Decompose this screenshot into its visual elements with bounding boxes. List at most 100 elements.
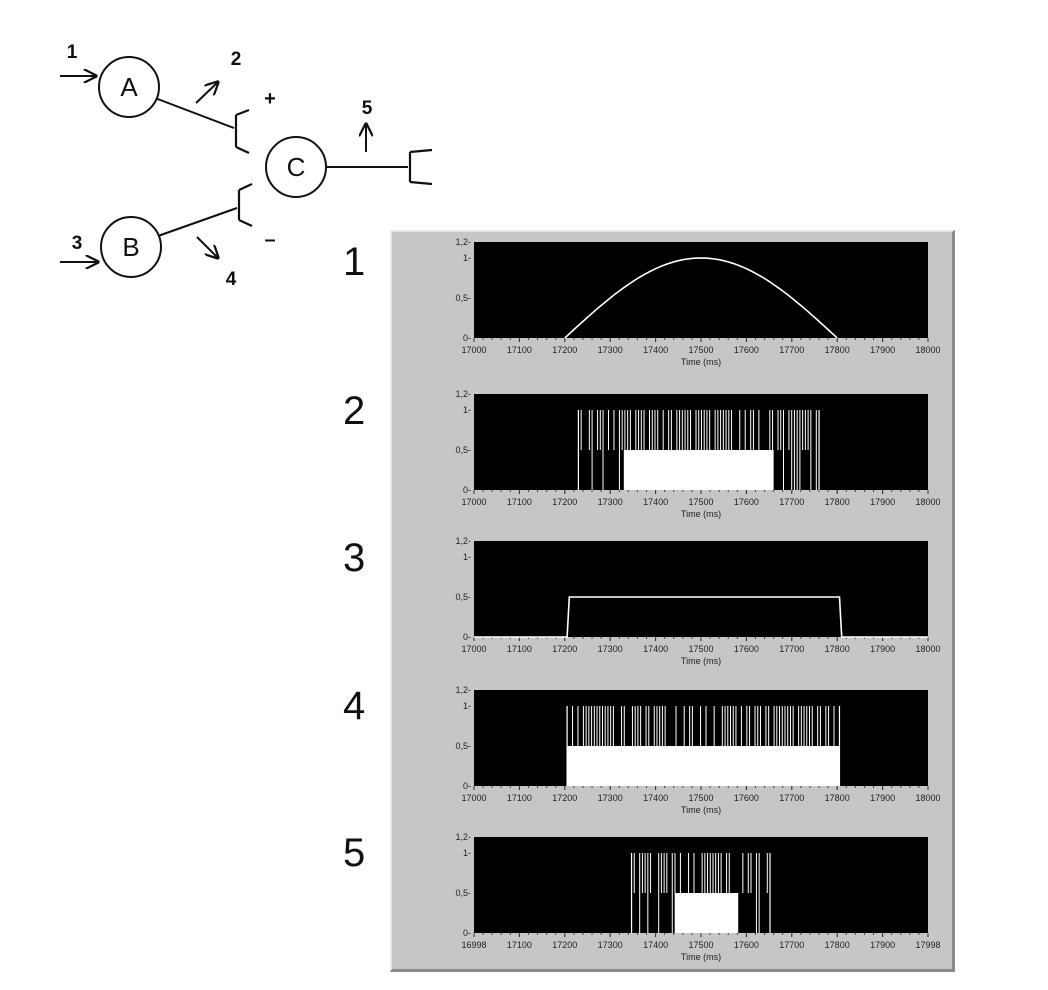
y-tick-label: 0,5- xyxy=(455,445,471,455)
x-tick-label: 17500 xyxy=(688,793,713,803)
x-axis-label: Time (ms) xyxy=(681,357,721,367)
x-tick-label: 17600 xyxy=(734,793,759,803)
x-tick-label: 17400 xyxy=(643,497,668,507)
x-tick-label: 17900 xyxy=(870,644,895,654)
x-tick-label: 17700 xyxy=(779,940,804,950)
axon-b-to-c xyxy=(157,207,238,237)
x-tick-label: 17600 xyxy=(734,497,759,507)
x-tick-label: 17400 xyxy=(643,940,668,950)
x-tick-label: 17400 xyxy=(643,644,668,654)
y-tick-label: 1,2- xyxy=(455,237,471,247)
x-axis-label: Time (ms) xyxy=(681,805,721,815)
x-tick-label: 17100 xyxy=(507,940,532,950)
x-tick-label: 17800 xyxy=(825,497,850,507)
x-tick-label: 17800 xyxy=(825,345,850,355)
x-tick-label: 18000 xyxy=(915,345,940,355)
x-tick-label: 17600 xyxy=(734,940,759,950)
neuron-a xyxy=(98,56,160,118)
arrow-label-5: 5 xyxy=(362,98,373,119)
x-tick-label: 17500 xyxy=(688,345,713,355)
x-tick-label: 18000 xyxy=(915,644,940,654)
y-tick-label: 1- xyxy=(463,552,471,562)
synapse-sign-plus: + xyxy=(264,88,276,110)
x-tick-label: 17300 xyxy=(598,644,623,654)
x-tick-label: 17998 xyxy=(915,940,940,950)
arrow-label-3: 3 xyxy=(72,233,83,254)
plot-area xyxy=(474,242,928,338)
x-tick-label: 17200 xyxy=(552,345,577,355)
y-tick-label: 1,2- xyxy=(455,832,471,842)
x-tick-label: 17700 xyxy=(779,793,804,803)
x-tick-label: 17100 xyxy=(507,793,532,803)
x-tick-label: 17200 xyxy=(552,497,577,507)
x-tick-label: 17500 xyxy=(688,940,713,950)
synapse-sign-minus: – xyxy=(264,229,275,251)
x-axis-label: Time (ms) xyxy=(681,952,721,962)
neuron-b-label: B xyxy=(122,232,139,262)
x-tick-label: 16998 xyxy=(461,940,486,950)
x-tick-label: 17400 xyxy=(643,793,668,803)
y-tick-label: 0- xyxy=(463,781,471,791)
y-tick-label: 1,2- xyxy=(455,536,471,546)
chart-panel-5: 0- 0,5- 1- 1,2- 16998 17100 17200 17300 17400 175… xyxy=(455,832,940,962)
arrow-4-icon xyxy=(196,236,218,258)
x-tick-label: 17900 xyxy=(870,345,895,355)
x-tick-label: 17900 xyxy=(870,497,895,507)
x-tick-label: 17600 xyxy=(734,644,759,654)
series-line xyxy=(564,257,838,339)
x-tick-label: 17200 xyxy=(552,793,577,803)
x-tick-label: 17700 xyxy=(779,345,804,355)
y-tick-label: 1- xyxy=(463,253,471,263)
y-tick-label: 1,2- xyxy=(455,685,471,695)
x-tick-label: 17700 xyxy=(779,497,804,507)
x-tick-label: 17100 xyxy=(507,497,532,507)
x-tick-label: 17200 xyxy=(552,940,577,950)
y-tick-label: 0,5- xyxy=(455,888,471,898)
y-tick-label: 0,5- xyxy=(455,592,471,602)
x-tick-label: 18000 xyxy=(915,793,940,803)
arrow-label-1: 1 xyxy=(67,42,78,63)
neuron-a-label: A xyxy=(120,72,138,102)
series-line xyxy=(474,596,928,638)
x-tick-label: 17400 xyxy=(643,345,668,355)
plot-area xyxy=(474,541,928,637)
x-tick-label: 17900 xyxy=(870,940,895,950)
spike-baseline-fill xyxy=(567,746,840,786)
panel-number-4: 4 xyxy=(343,684,366,728)
x-tick-label: 17500 xyxy=(688,497,713,507)
panel-number-5: 5 xyxy=(343,831,366,875)
x-tick-label: 17300 xyxy=(598,940,623,950)
spike-baseline-fill xyxy=(623,450,774,490)
x-tick-label: 17800 xyxy=(825,940,850,950)
arrow-2-icon xyxy=(195,82,218,104)
x-tick-label: 17300 xyxy=(598,497,623,507)
x-tick-label: 17800 xyxy=(825,793,850,803)
y-tick-label: 0- xyxy=(463,928,471,938)
y-tick-label: 0,5- xyxy=(455,741,471,751)
axon-a-to-c xyxy=(154,97,235,129)
x-tick-label: 17700 xyxy=(779,644,804,654)
x-tick-label: 17000 xyxy=(461,345,486,355)
x-axis-label: Time (ms) xyxy=(681,509,721,519)
arrow-label-2: 2 xyxy=(231,49,242,70)
neuron-c-label: C xyxy=(287,152,306,182)
y-tick-label: 1- xyxy=(463,848,471,858)
y-tick-label: 1,2- xyxy=(455,389,471,399)
x-tick-label: 17300 xyxy=(598,793,623,803)
y-tick-label: 0- xyxy=(463,632,471,642)
y-tick-label: 0- xyxy=(463,333,471,343)
y-tick-label: 0- xyxy=(463,485,471,495)
synapse-output-icon xyxy=(408,148,433,186)
x-tick-label: 17900 xyxy=(870,793,895,803)
x-tick-label: 17300 xyxy=(598,345,623,355)
x-tick-label: 17200 xyxy=(552,644,577,654)
panel-number-1: 1 xyxy=(343,240,366,284)
x-tick-label: 17100 xyxy=(507,345,532,355)
neural-circuit-diagram: A B C 1 2 3 4 5 + – xyxy=(60,42,433,290)
y-tick-label: 1- xyxy=(463,405,471,415)
spike-baseline-fill xyxy=(674,893,739,933)
